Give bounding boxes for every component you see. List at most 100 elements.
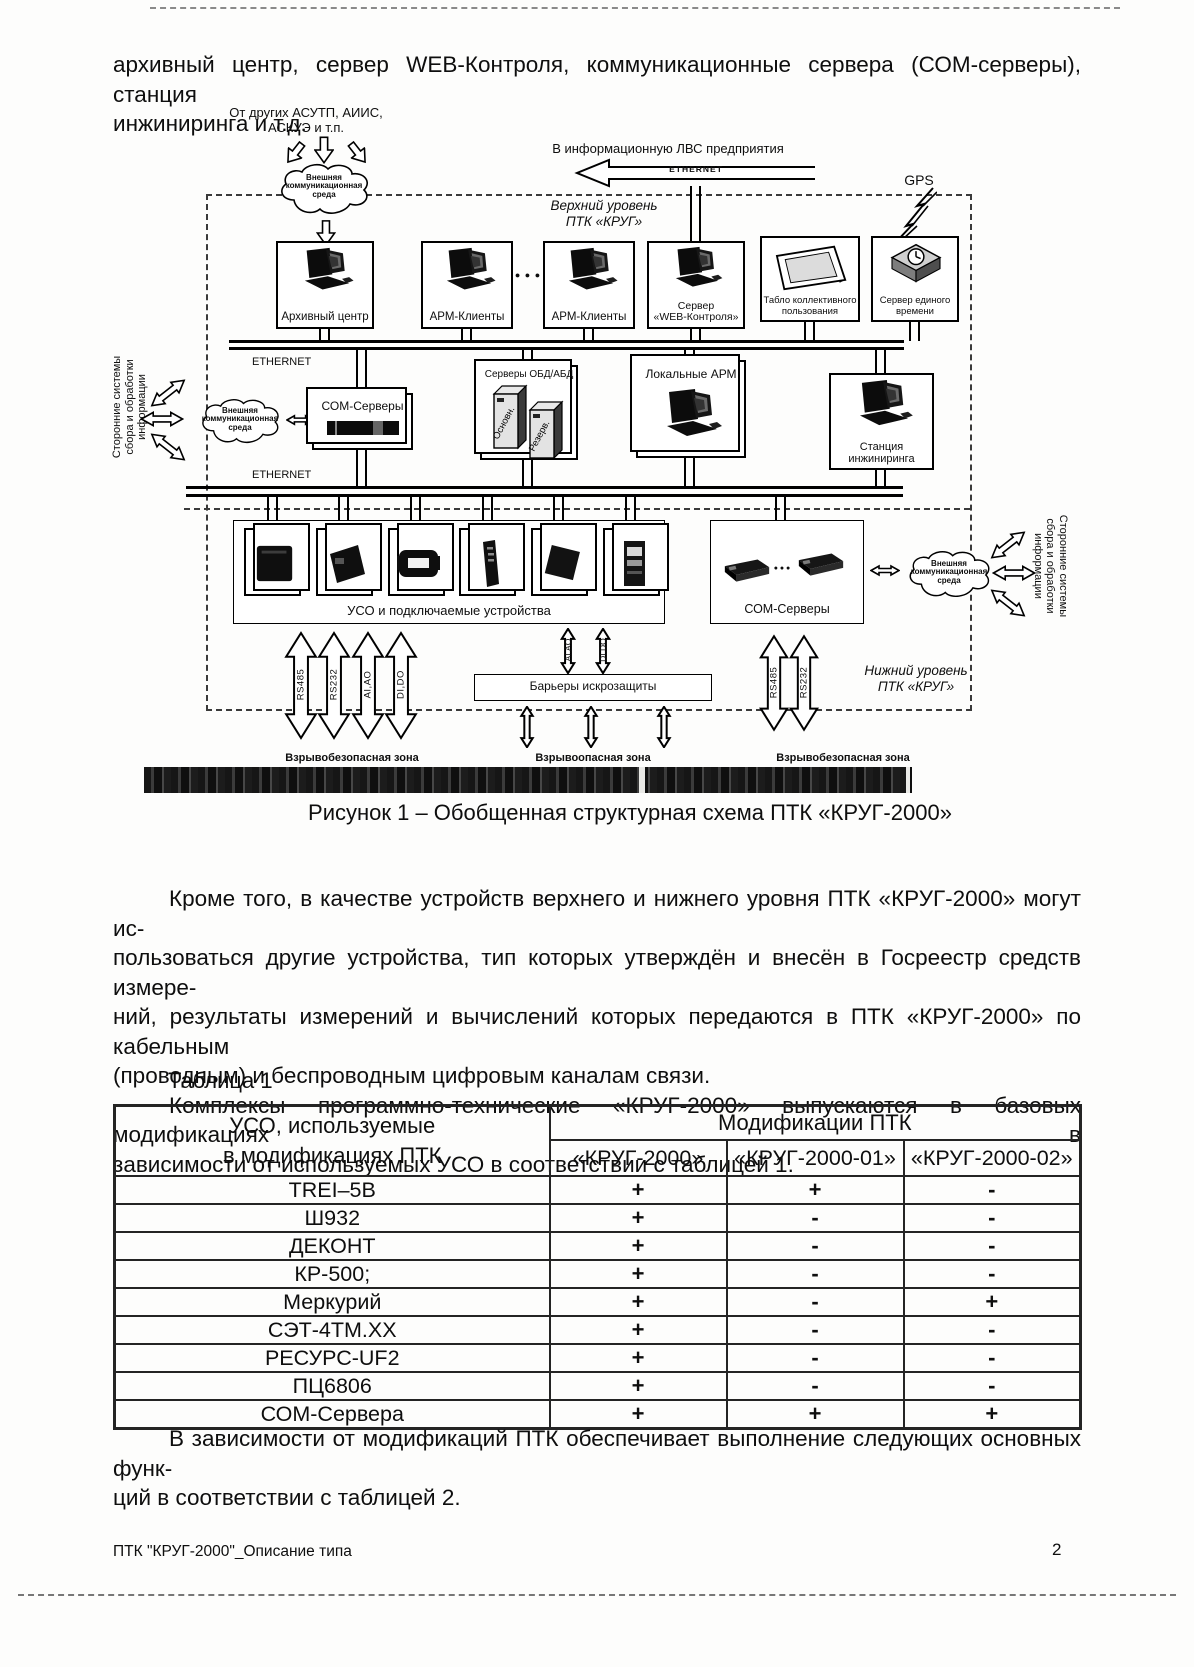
port-label-dido: DI,DO [598, 638, 608, 662]
node-web-control-server: Сервер «WEB-Контроля» [647, 241, 745, 329]
paragraph-line: инжиниринга и т.д. [113, 111, 307, 136]
level-divider-dashed-line [184, 508, 970, 510]
port-label-rs485: RS485 [768, 666, 780, 699]
label-side-systems-right: Сторонние системы сбора и обработки инфо… [1031, 514, 1069, 618]
label-gps: GPS [904, 172, 934, 188]
cloud-top-label: Внешняя коммуникационная среда [285, 173, 363, 199]
zone-bar-gap [906, 767, 910, 793]
table-header-row: «КРУГ-2000» «КРУГ-2000-01» «КРУГ-2000-02… [115, 1139, 1082, 1177]
uso-name: КР-500; [113, 1259, 551, 1289]
mod-value: + [548, 1175, 728, 1205]
node-archive-center: Архивный центр [276, 241, 374, 329]
table1: УСО, используемые в модификациях ПТК Мод… [113, 1104, 1082, 1430]
top-paragraph: архивный центр, сервер WEB-Контроля, ком… [113, 50, 1081, 139]
port-label-rs485: RS485 [295, 668, 307, 701]
tower-servers-icon: Основн. Резерв. [491, 384, 564, 458]
field-double-arrow-icon [653, 706, 675, 748]
field-double-arrow-icon [580, 706, 602, 748]
mod-value: - [902, 1175, 1082, 1205]
lan-connector-line [690, 186, 701, 243]
bus-connector [522, 350, 533, 365]
table-row: Ш932 + - - [113, 1203, 1082, 1233]
node-com-servers-lower: ● ● ● СОМ-Серверы [710, 520, 864, 624]
mod-value: - [902, 1231, 1082, 1261]
zone-label-safe-right: Взрывобезопасная зона [776, 752, 910, 764]
node-engineering-station: Станция инжиниринга [829, 373, 934, 470]
double-arrow-icon [992, 564, 1036, 582]
paragraph-line: (проводным) и беспроводным цифровым кана… [113, 1063, 711, 1088]
mod-value: + [725, 1175, 905, 1205]
scan-artifact-top [150, 7, 1120, 9]
label-lower-level: Нижний уровень ПТК «КРУГ» [864, 663, 968, 694]
table-header-row: УСО, используемые в модификациях ПТК Мод… [113, 1104, 1082, 1177]
bus-connector [319, 329, 330, 341]
mod-value: + [548, 1399, 728, 1430]
mod-value: - [725, 1231, 905, 1261]
down-arrow-icon [314, 136, 334, 164]
bus-connector [356, 450, 367, 487]
time-server-icon [890, 243, 942, 283]
ethernet-bus-1 [229, 347, 904, 350]
zone-label-hazard: Взрывоопасная зона [535, 752, 651, 764]
paragraph-line: ций в соответствии с таблицей 2. [113, 1485, 461, 1510]
cloud-left-label: Внешняя коммуникационная среда [201, 406, 279, 432]
mod-value: - [725, 1203, 905, 1233]
ethernet-left-arrow-icon [574, 158, 815, 188]
mod-value: - [902, 1371, 1082, 1401]
controller-icon [256, 545, 293, 582]
bus-connector [410, 497, 421, 529]
node-time-server: Сервер единого времени [871, 236, 959, 322]
uso-name: СОМ-Сервера [113, 1399, 551, 1430]
cloud-right-label: Внешняя коммуникационная среда [910, 559, 988, 585]
meter-icon [624, 541, 645, 586]
table-row: СОМ-Сервера + + + [113, 1399, 1082, 1430]
mod-value: + [548, 1259, 728, 1289]
table-row: СЭТ-4ТМ.XX + - - [113, 1315, 1082, 1345]
ethernet-bus-1 [229, 340, 904, 343]
port-label-rs232: RS232 [328, 668, 340, 701]
paragraph-line: ний, результаты измерений и вычислений к… [113, 1004, 1081, 1059]
mod-header: «КРУГ-2000-02» [902, 1139, 1082, 1177]
label-side-systems-left: Сторонние системы сбора и обработки инфо… [111, 355, 149, 459]
port-label-aiao: AI,AO [362, 670, 374, 699]
node-label: СОМ-Серверы [744, 602, 830, 617]
node-label: Архивный центр [281, 311, 369, 324]
paragraph-line: пользоваться другие устройства, тип кото… [113, 945, 1081, 1000]
paragraph-line: В зависимости от модификаций ПТК обеспеч… [113, 1426, 1081, 1481]
double-arrow-icon [870, 562, 900, 579]
mod-value: + [548, 1315, 728, 1345]
uso-device-5 [531, 523, 597, 596]
display-panel-icon [775, 245, 847, 291]
mod-value: - [902, 1259, 1082, 1289]
node-label: АРМ-Клиенты [429, 311, 505, 324]
closing-paragraph: В зависимости от модификаций ПТК обеспеч… [113, 1424, 1081, 1513]
label-ethernet-arrow: ETHERNET [669, 164, 723, 174]
node-label: Станция инжиниринга [848, 440, 915, 465]
node-label: АРМ-Клиенты [551, 311, 627, 324]
com-device-icon [721, 555, 773, 587]
table1-wrapper: УСО, используемые в модификациях ПТК Мод… [113, 1104, 1082, 1430]
footer-page-number: 2 [1052, 1540, 1062, 1559]
bus-connector [684, 458, 695, 487]
mod-value: - [725, 1315, 905, 1345]
bus-connector [909, 322, 920, 341]
double-arrow-icon [145, 426, 191, 467]
node-local-arm: Локальные АРМ [630, 354, 746, 458]
node-label: Табло коллективного пользования [763, 295, 857, 317]
uso-name: ДЕКОНТ [113, 1231, 551, 1261]
bus-connector [482, 497, 493, 529]
double-arrow-icon [985, 582, 1031, 623]
mod-value: + [548, 1287, 728, 1317]
node-label: УСО и подключаемые устройства [347, 602, 551, 618]
ethernet-bus-2 [186, 494, 903, 497]
mod-value: + [548, 1203, 728, 1233]
zone-label-safe-left: Взрывобезопасная зона [285, 752, 419, 764]
double-arrow-icon [140, 410, 184, 428]
bus-connector [338, 497, 349, 529]
table-row: ДЕКОНТ + - - [113, 1231, 1082, 1261]
node-label: Локальные АРМ [645, 367, 737, 381]
double-arrow-icon [145, 372, 191, 413]
node-arm-clients-1: АРМ-Клиенты [421, 241, 513, 329]
mod-value: + [548, 1343, 728, 1373]
